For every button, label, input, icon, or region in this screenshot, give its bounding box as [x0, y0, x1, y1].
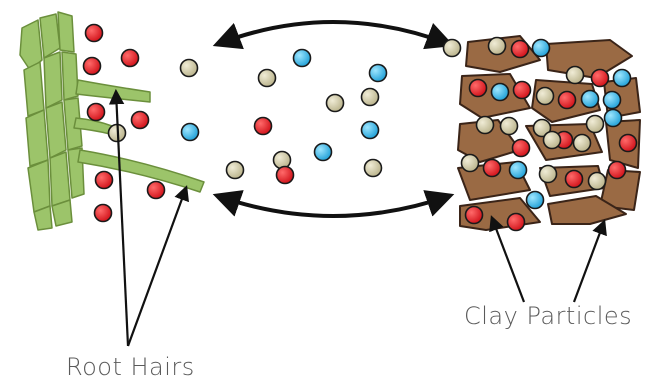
root-hair [76, 80, 150, 102]
ion-tan-icon [501, 118, 518, 135]
ion-blue-icon [294, 50, 311, 67]
clay-particles-label: Clay Particles [464, 302, 632, 330]
ion-red-icon [609, 162, 626, 179]
ion-tan-icon [181, 60, 198, 77]
ion-red-icon [508, 214, 525, 231]
ion-red-icon [96, 172, 113, 189]
ion-blue-icon [604, 92, 621, 109]
ion-blue-icon [492, 84, 509, 101]
ion-tan-icon [540, 166, 557, 183]
ion-blue-icon [614, 70, 631, 87]
ion-tan-icon [537, 88, 554, 105]
root-hair-pointer-2 [128, 188, 186, 346]
ion-red-icon [88, 104, 105, 121]
root-cell [26, 110, 48, 166]
ion-red-icon [484, 160, 501, 177]
ion-red-icon [86, 25, 103, 42]
root-hairs-label: Root Hairs [66, 353, 195, 381]
ion-red-icon [513, 140, 530, 157]
ion-tan-icon [587, 116, 604, 133]
ion-tan-icon [365, 160, 382, 177]
ion-blue-icon [527, 192, 544, 209]
ion-blue-icon [510, 162, 527, 179]
ion-tan-icon [362, 89, 379, 106]
ion-red-icon [95, 205, 112, 222]
ion-blue-icon [315, 144, 332, 161]
root-cell [46, 102, 66, 158]
ion-red-icon [255, 118, 272, 135]
ion-tan-icon [544, 132, 561, 149]
ion-blue-icon [605, 110, 622, 127]
ion-blue-icon [182, 124, 199, 141]
clay-pointer-2 [574, 222, 604, 302]
ion-red-icon [512, 41, 529, 58]
ion-red-icon [466, 207, 483, 224]
ion-red-icon [277, 167, 294, 184]
ion-red-icon [122, 50, 139, 67]
ion-tan-icon [589, 173, 606, 190]
ion-tan-icon [574, 135, 591, 152]
ion-tan-icon [567, 67, 584, 84]
ion-tan-icon [444, 40, 461, 57]
ion-tan-icon [462, 155, 479, 172]
ion-red-icon [514, 82, 531, 99]
ion-tan-icon [477, 117, 494, 134]
bottom-exchange-arrow [218, 196, 449, 216]
ion-tan-icon [327, 95, 344, 112]
ion-red-icon [132, 112, 149, 129]
ion-blue-icon [362, 122, 379, 139]
ion-red-icon [566, 171, 583, 188]
root-cell [50, 152, 70, 206]
root-cell [44, 52, 62, 108]
ion-red-icon [592, 70, 609, 87]
root-cell [24, 62, 44, 116]
ion-red-icon [148, 182, 165, 199]
ion-tan-icon [227, 162, 244, 179]
ion-red-icon [620, 135, 637, 152]
root-cell [40, 14, 60, 58]
ion-tan-icon [259, 70, 276, 87]
root-cell [28, 160, 50, 212]
top-exchange-arrow [218, 22, 449, 44]
root-cell [58, 12, 74, 52]
ion-red-icon [559, 92, 576, 109]
ion-blue-icon [370, 65, 387, 82]
ion-tan-icon [274, 152, 291, 169]
ion-red-icon [470, 80, 487, 97]
ion-blue-icon [582, 91, 599, 108]
ion-red-icon [84, 58, 101, 75]
root-hairs-illustration [20, 12, 204, 230]
ion-tan-icon [489, 38, 506, 55]
curved-double-arrow-icon [218, 22, 449, 216]
ion-blue-icon [533, 40, 550, 57]
